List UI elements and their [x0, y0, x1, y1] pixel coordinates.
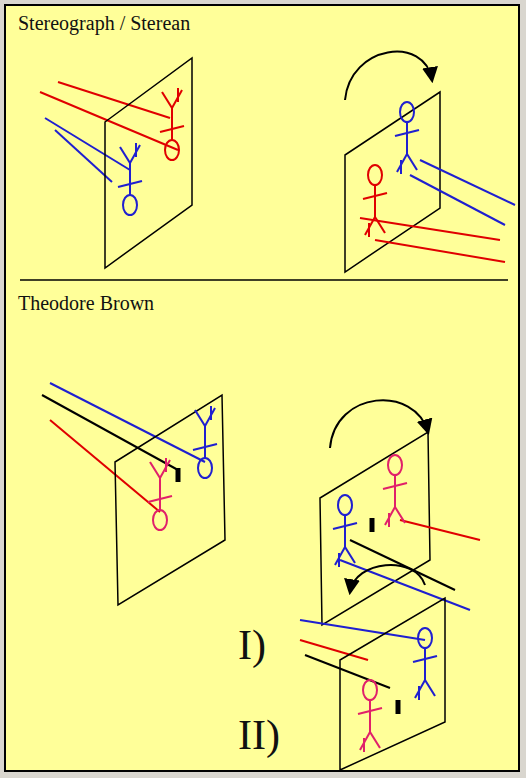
- brown-before: [42, 383, 225, 605]
- section-heading: Theodore Brown: [18, 292, 154, 314]
- divider: [20, 279, 508, 281]
- section-heading: Stereograph / Sterean: [18, 12, 190, 34]
- brown-after-one: [320, 400, 480, 625]
- step-number: I): [238, 622, 266, 668]
- panel: [5, 5, 519, 771]
- step-number: II): [238, 712, 280, 758]
- stereograph-before: [40, 58, 192, 268]
- brown-after-two: [300, 565, 445, 770]
- stereograph-after: [345, 52, 515, 272]
